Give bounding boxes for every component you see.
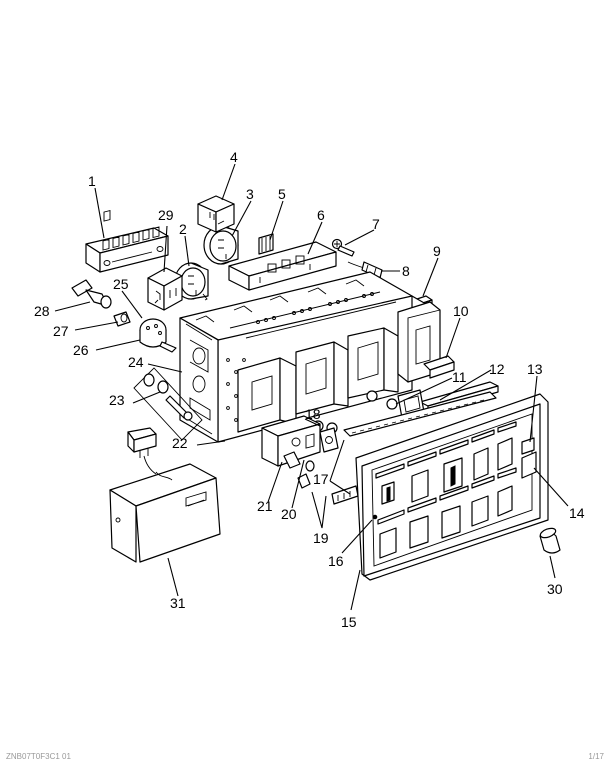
callout-15: 15 (341, 614, 357, 630)
callout-12: 12 (489, 361, 505, 377)
callout-25: 25 (113, 276, 129, 292)
part-31-control-module (109, 427, 221, 563)
callout-31: 31 (170, 595, 186, 611)
callout-18: 18 (305, 406, 321, 422)
part-20-switch-knob (319, 427, 339, 453)
footer-right: 1/17 (588, 752, 604, 761)
part-27-shaft (113, 311, 131, 327)
callout-13: 13 (527, 361, 543, 377)
part-25-rotary-switch (139, 318, 177, 353)
callout-17: 17 (313, 471, 329, 487)
part-23-bolt (133, 367, 203, 441)
callout-2: 2 (179, 221, 187, 237)
callout-3: 3 (246, 186, 254, 202)
callout-7: 7 (372, 216, 380, 232)
part-1-fuse-block (85, 210, 169, 273)
callout-16: 16 (328, 553, 344, 569)
callout-9: 9 (433, 243, 441, 259)
callout-22: 22 (172, 435, 188, 451)
part-17-lens-strip (331, 391, 497, 505)
callout-14: 14 (569, 505, 585, 521)
callout-8: 8 (402, 263, 410, 279)
main-housing (179, 271, 455, 443)
callout-24: 24 (128, 354, 144, 370)
callout-1: 1 (88, 173, 96, 189)
part-28-knob-lever (71, 279, 112, 309)
callout-27: 27 (53, 323, 69, 339)
part-4-square-relay (197, 195, 235, 233)
callout-5: 5 (278, 186, 286, 202)
callout-28: 28 (34, 303, 50, 319)
callout-29: 29 (158, 207, 174, 223)
callout-4: 4 (230, 149, 238, 165)
callout-20: 20 (281, 506, 297, 522)
part-19-bulbs (297, 460, 315, 489)
callout-26: 26 (73, 342, 89, 358)
part-7-screw (331, 238, 355, 257)
part-2-flasher-can (174, 262, 209, 301)
part-11-connectors (366, 389, 425, 419)
callout-30: 30 (547, 581, 563, 597)
part-6-bus-bar (228, 241, 337, 291)
part-21-switch-housing (261, 415, 321, 469)
callout-10: 10 (453, 303, 469, 319)
leader-lines (54, 163, 569, 611)
callout-6: 6 (317, 207, 325, 223)
callout-23: 23 (109, 392, 125, 408)
part-29-relay (147, 267, 183, 311)
callout-19: 19 (313, 530, 329, 546)
footer-left: ZNB07T0F3C1 01 (6, 752, 71, 761)
callout-11: 11 (452, 369, 467, 385)
callout-21: 21 (257, 498, 273, 514)
part-15-face-plate (355, 393, 549, 581)
part-3-round-relay (203, 225, 239, 265)
part-30-bulb (539, 527, 561, 554)
callout-labels: 1 2 3 4 5 6 7 8 9 10 11 12 13 14 15 16 1… (34, 149, 585, 630)
